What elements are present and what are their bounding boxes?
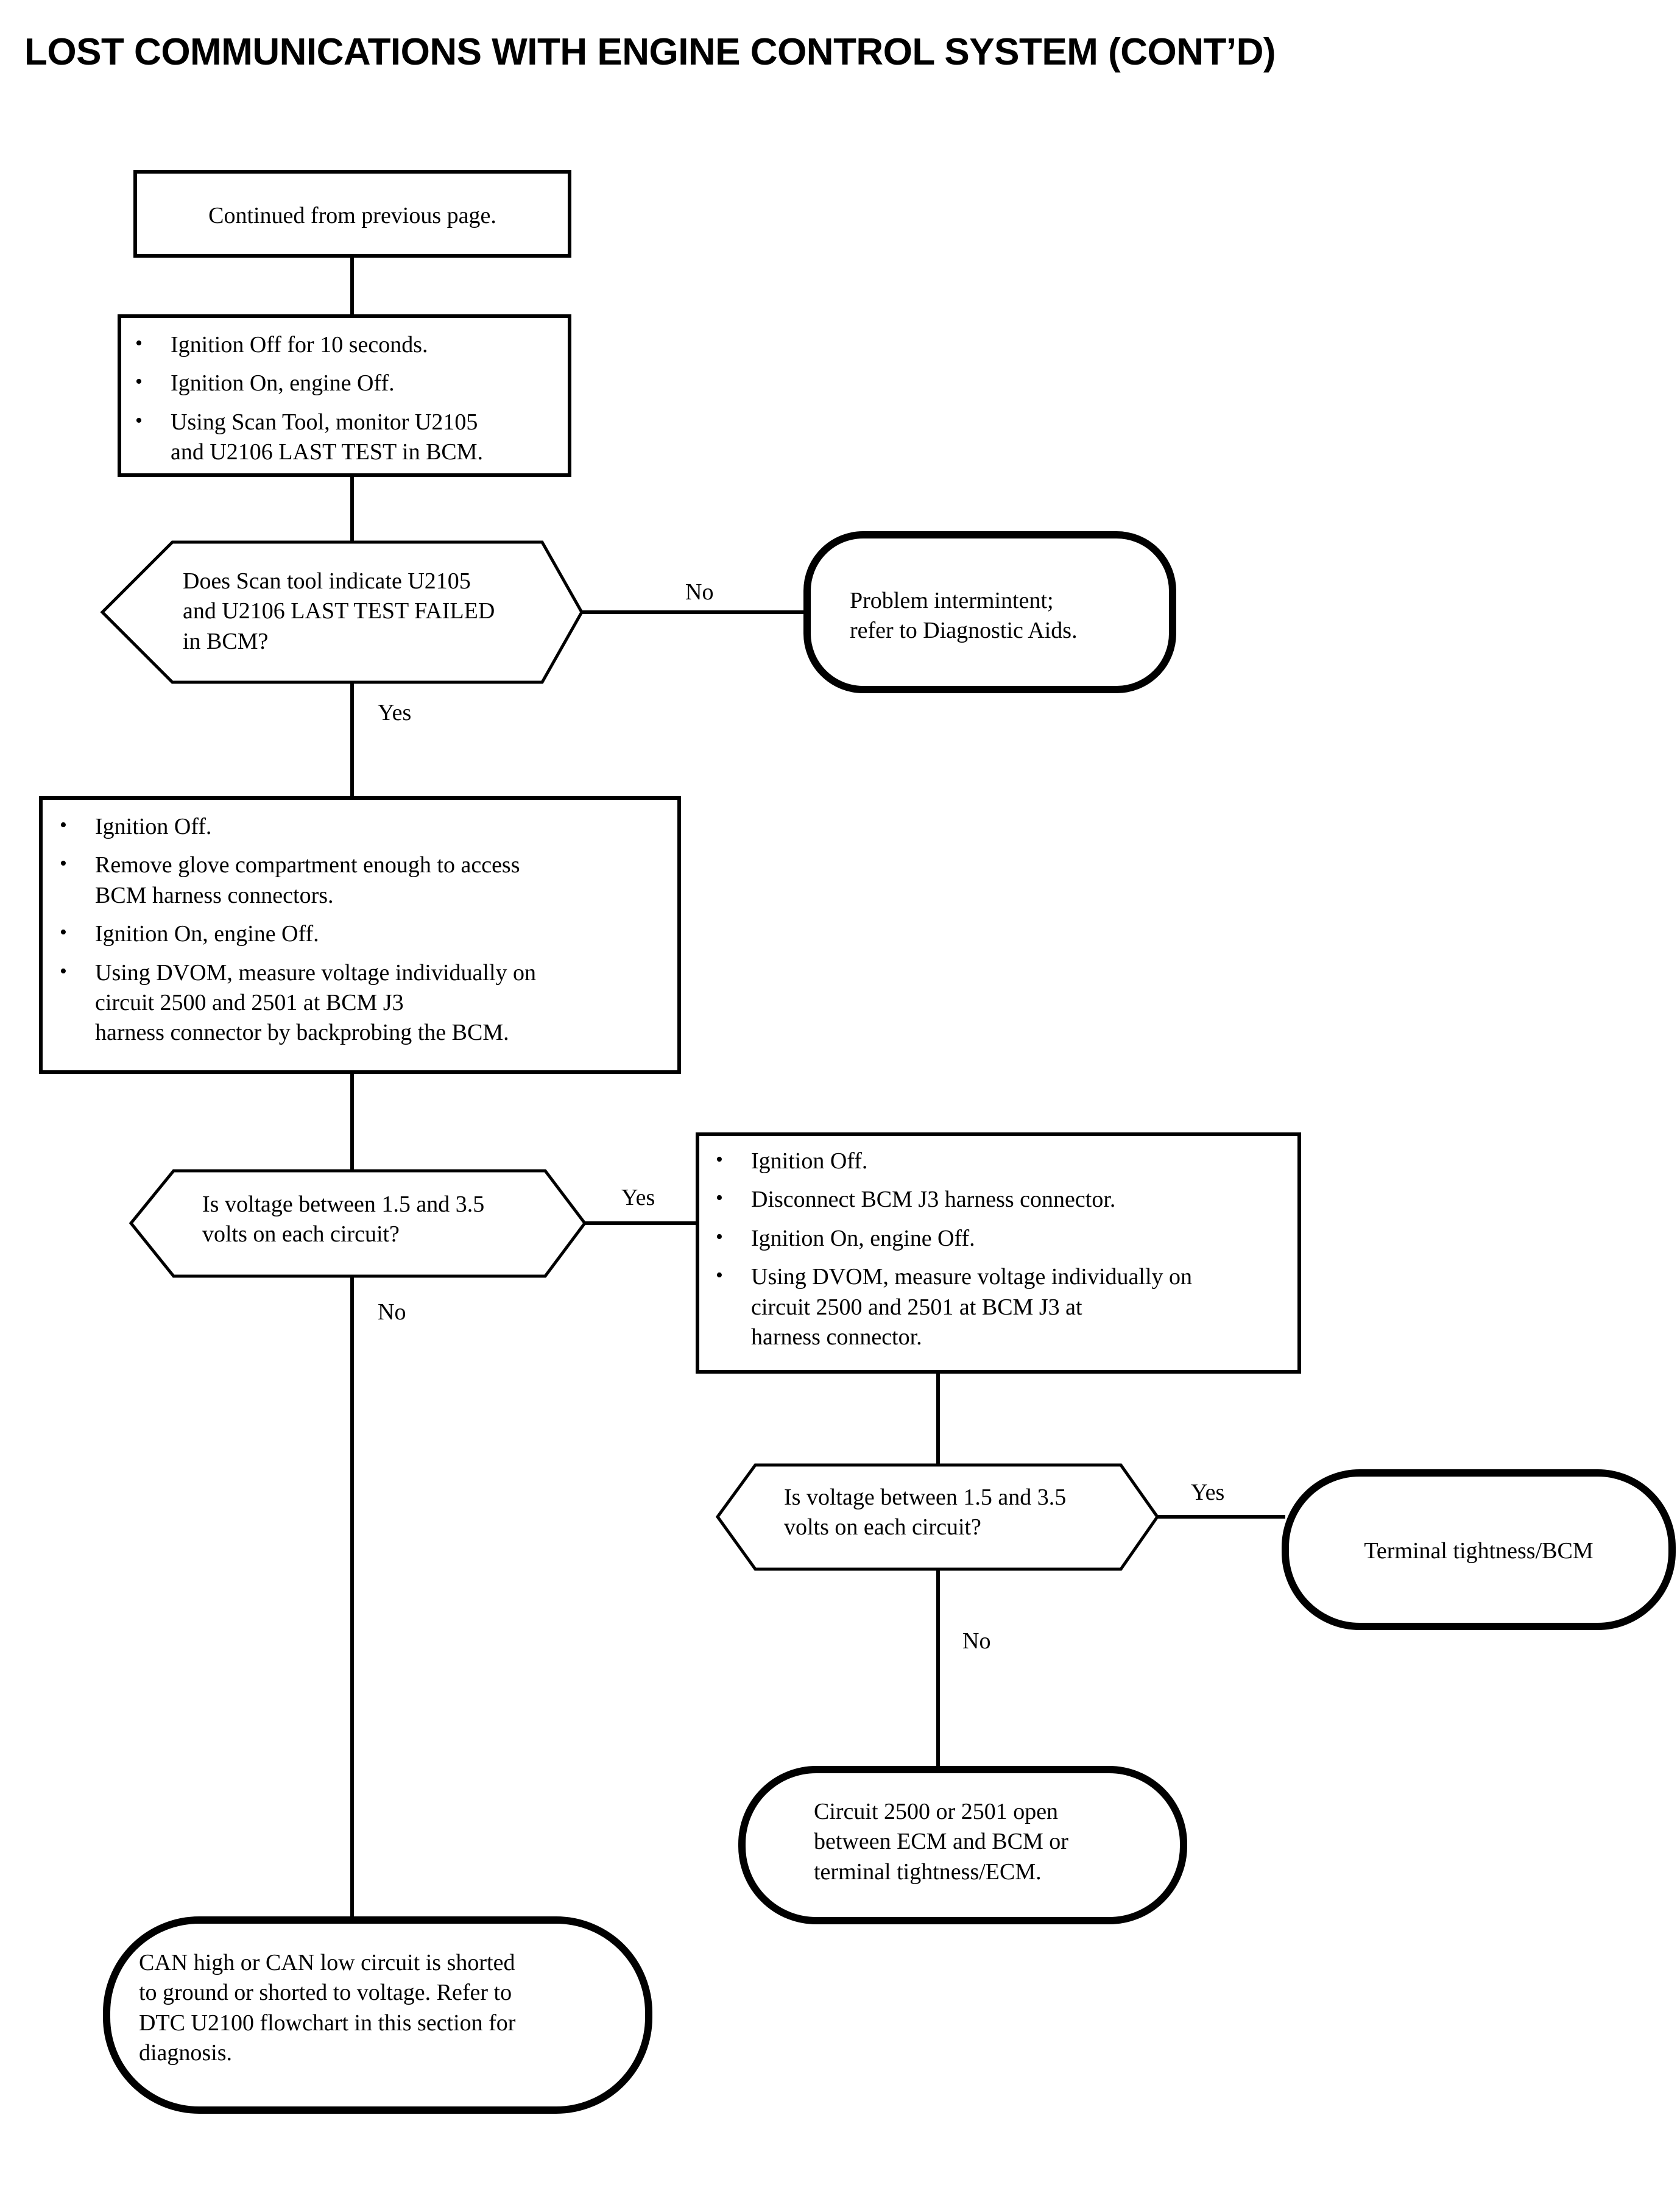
node-terminal-tightness-bcm [1282, 1469, 1676, 1630]
node-decision1-label: Does Scan tool indicate U2105 and U2106 … [183, 568, 495, 654]
node-step2-box [39, 796, 681, 1074]
bullet-dot-icon: • [135, 409, 143, 432]
edge-label-decision3-yes: Yes [1191, 1480, 1225, 1505]
bullet-item: • Remove glove compartment enough to acc… [60, 850, 669, 911]
bullet-text: Ignition Off. [95, 814, 212, 839]
edge-label-decision2-yes: Yes [621, 1185, 655, 1210]
bullet-text: Using Scan Tool, monitor U2105 and U2106… [171, 409, 484, 465]
bullet-item: • Ignition On, engine Off. [135, 369, 562, 398]
node-step3-bullets: • Ignition Off. • Disconnect BCM J3 harn… [716, 1146, 1294, 1352]
edge-label-decision2-no: No [378, 1299, 406, 1325]
bullet-dot-icon: • [60, 921, 67, 944]
bullet-text: Ignition Off for 10 seconds. [171, 332, 428, 358]
node-decision3-label: Is voltage between 1.5 and 3.5 volts on … [784, 1485, 1067, 1541]
node-terminal-can-short-label: CAN high or CAN low circuit is shorted t… [139, 1950, 516, 2066]
node-continued-box [133, 170, 571, 258]
node-terminal-circuit-open-label: Circuit 2500 or 2501 open between ECM an… [814, 1799, 1068, 1885]
bullet-dot-icon: • [60, 959, 67, 983]
bullet-item: • Using DVOM, measure voltage individual… [60, 958, 669, 1048]
bullet-text: Ignition On, engine Off. [171, 370, 395, 397]
bullet-dot-icon: • [716, 1148, 723, 1171]
edge-label-decision3-no: No [962, 1628, 991, 1654]
bullet-text: Ignition Off. [751, 1148, 868, 1174]
node-terminal-circuit-open [738, 1766, 1187, 1924]
edge-label-decision1-yes: Yes [378, 700, 412, 725]
bullet-dot-icon: • [716, 1187, 723, 1210]
edge-label-decision1-no: No [685, 579, 714, 605]
bullet-dot-icon: • [135, 370, 143, 394]
bullet-text: Ignition On, engine Off. [751, 1225, 975, 1251]
node-continued-label: Continued from previous page. [208, 203, 496, 228]
bullet-dot-icon: • [716, 1264, 723, 1287]
node-step1-bullets: • Ignition Off for 10 seconds. • Ignitio… [135, 330, 562, 468]
node-decision1-hexagon [100, 540, 584, 684]
node-terminal-intermittent [803, 531, 1176, 693]
node-step1-box [118, 314, 571, 477]
bullet-item: • Disconnect BCM J3 harness connector. [716, 1185, 1294, 1215]
bullet-item: • Ignition Off. [60, 812, 669, 842]
bullet-item: • Using DVOM, measure voltage individual… [716, 1262, 1294, 1352]
node-terminal-intermittent-label: Problem intermintent; refer to Diagnosti… [850, 588, 1078, 644]
bullet-item: • Ignition On, engine Off. [60, 919, 669, 949]
node-decision2-label: Is voltage between 1.5 and 3.5 volts on … [202, 1191, 485, 1248]
bullet-dot-icon: • [60, 852, 67, 875]
node-step2-bullets: • Ignition Off. • Remove glove compartme… [60, 812, 669, 1048]
node-terminal-can-short [103, 1916, 652, 2114]
page-title: LOST COMMUNICATIONS WITH ENGINE CONTROL … [24, 31, 1276, 73]
node-step3-box [696, 1132, 1301, 1374]
bullet-dot-icon: • [60, 814, 67, 836]
bullet-item: • Ignition On, engine Off. [716, 1224, 1294, 1254]
node-decision2-hexagon [129, 1169, 587, 1278]
bullet-text: Remove glove compartment enough to acces… [95, 852, 520, 908]
bullet-item: • Ignition Off for 10 seconds. [135, 330, 562, 360]
bullet-text: Using DVOM, measure voltage individually… [751, 1264, 1193, 1350]
bullet-item: • Using Scan Tool, monitor U2105 and U21… [135, 408, 562, 468]
bullet-dot-icon: • [135, 332, 143, 355]
bullet-dot-icon: • [716, 1225, 723, 1248]
bullet-text: Using DVOM, measure voltage individually… [95, 959, 537, 1046]
node-decision3-hexagon [715, 1463, 1160, 1571]
bullet-text: Ignition On, engine Off. [95, 921, 319, 947]
bullet-item: • Ignition Off. [716, 1146, 1294, 1176]
node-terminal-tightness-bcm-label: Terminal tightness/BCM [1364, 1538, 1594, 1564]
bullet-text: Disconnect BCM J3 harness connector. [751, 1187, 1116, 1213]
